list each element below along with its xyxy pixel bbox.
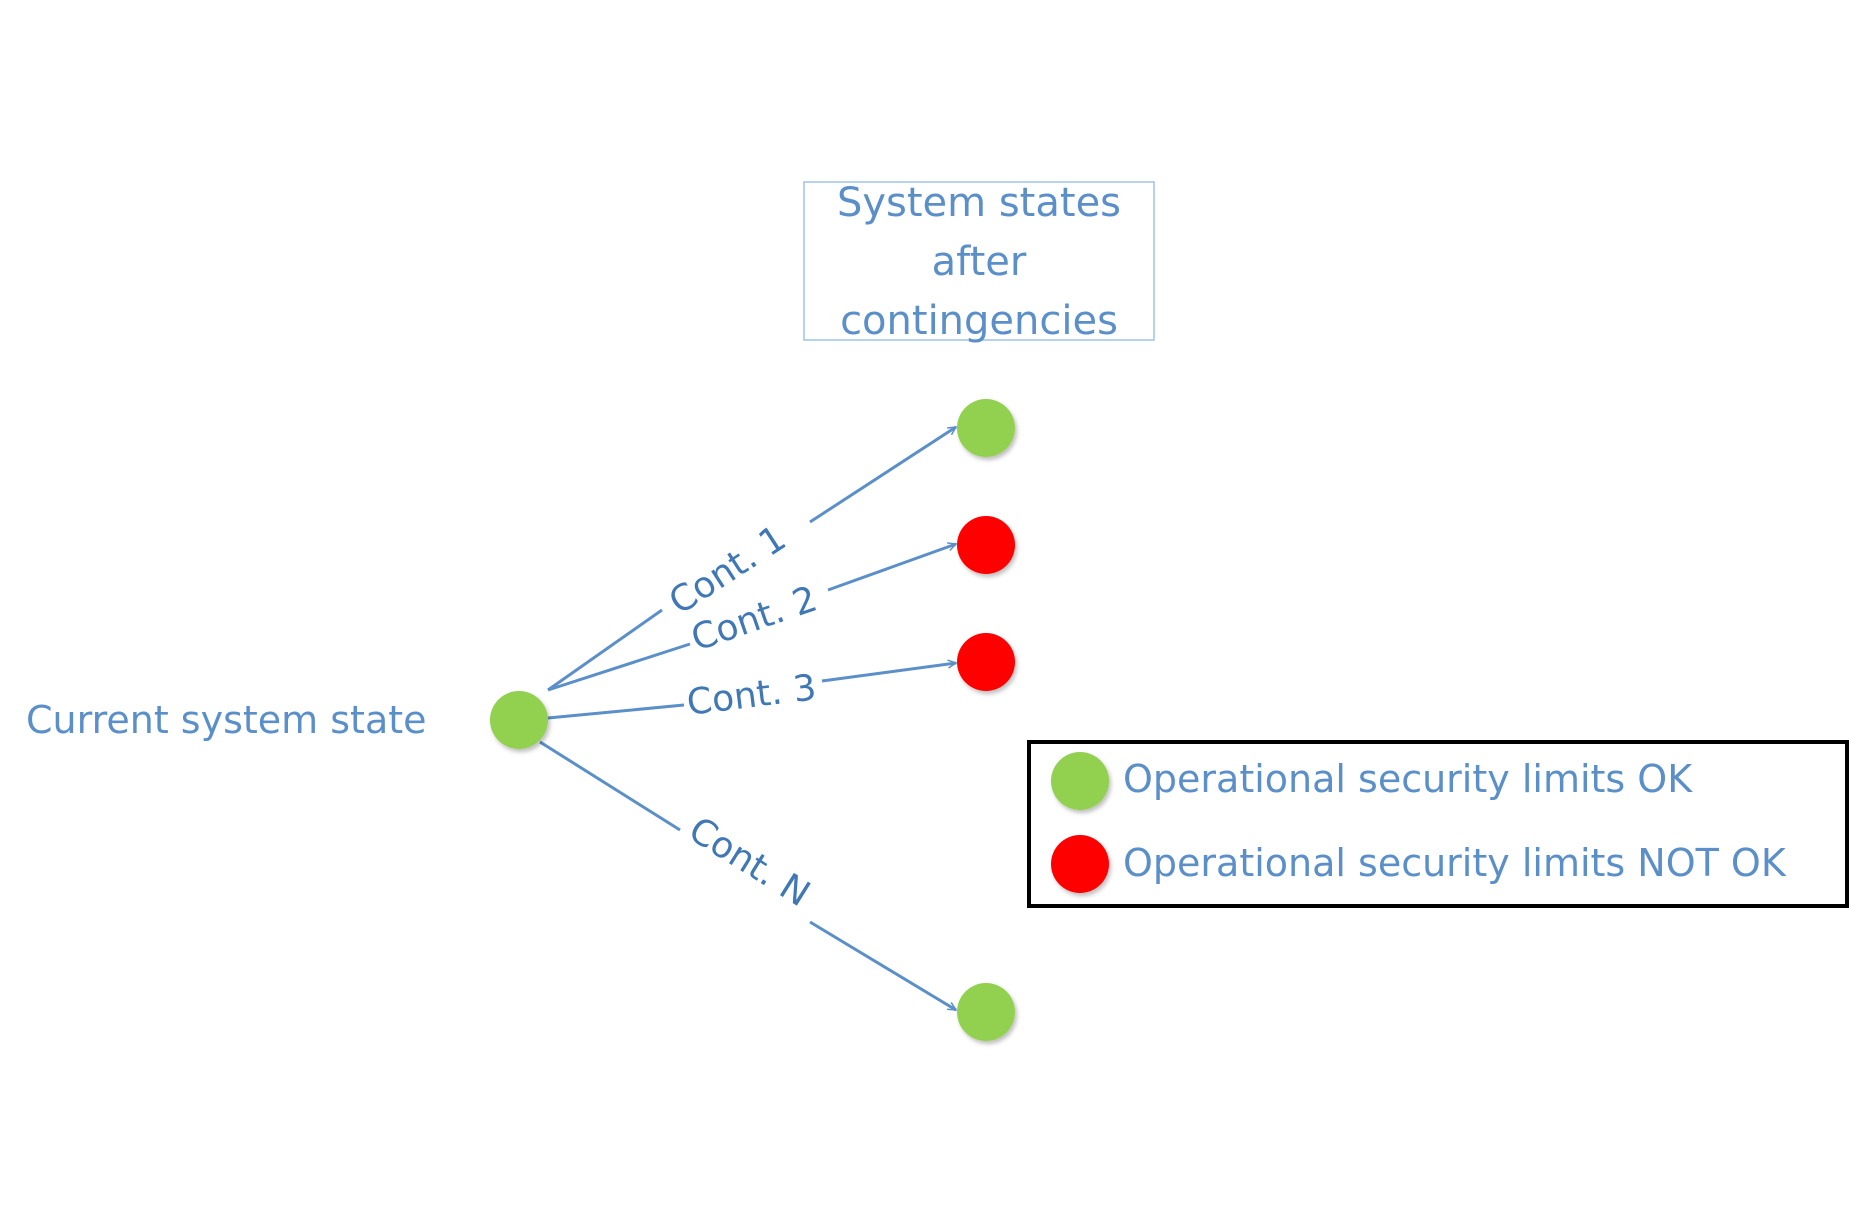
legend-not-ok-label: Operational security limits NOT OK	[1123, 841, 1787, 885]
title-box-frame	[803, 181, 1155, 341]
title-line-1: System states	[837, 180, 1121, 226]
edge-cont-2-end	[827, 544, 956, 592]
legend-not-ok-icon	[1051, 835, 1109, 893]
state-node-cont-n	[957, 983, 1015, 1041]
title-line-3: contingencies	[840, 298, 1118, 344]
edge-cont-3-end	[821, 663, 956, 683]
title-box: System states after contingencies	[803, 180, 1155, 344]
legend-frame	[1027, 740, 1849, 908]
edge-labels: Cont. 1 Cont. 2 Cont. 3 Cont. N	[662, 518, 822, 915]
edge-label-cont-n: Cont. N	[681, 809, 816, 915]
legend-ok-icon	[1051, 752, 1109, 810]
legend: Operational security limits OK Operation…	[1027, 740, 1849, 908]
state-node-cont-3	[957, 633, 1015, 691]
state-node-cont-1	[957, 399, 1015, 457]
current-state-label: Current system state	[26, 698, 427, 742]
legend-ok-label: Operational security limits OK	[1123, 757, 1693, 801]
edge-cont-3-start	[547, 703, 685, 720]
edge-cont-n-start	[539, 740, 681, 832]
nodes	[490, 399, 1015, 1041]
title-line-2: after	[932, 239, 1027, 285]
current-state-node	[490, 691, 548, 749]
edge-label-cont-3: Cont. 3	[685, 667, 819, 724]
edge-cont-1-end	[809, 425, 956, 524]
edge-cont-n-end	[809, 920, 956, 1012]
edge-cont-1-start	[547, 608, 663, 692]
edges	[539, 425, 956, 1012]
edge-cont-2-start	[547, 642, 691, 692]
state-node-cont-2	[957, 516, 1015, 574]
